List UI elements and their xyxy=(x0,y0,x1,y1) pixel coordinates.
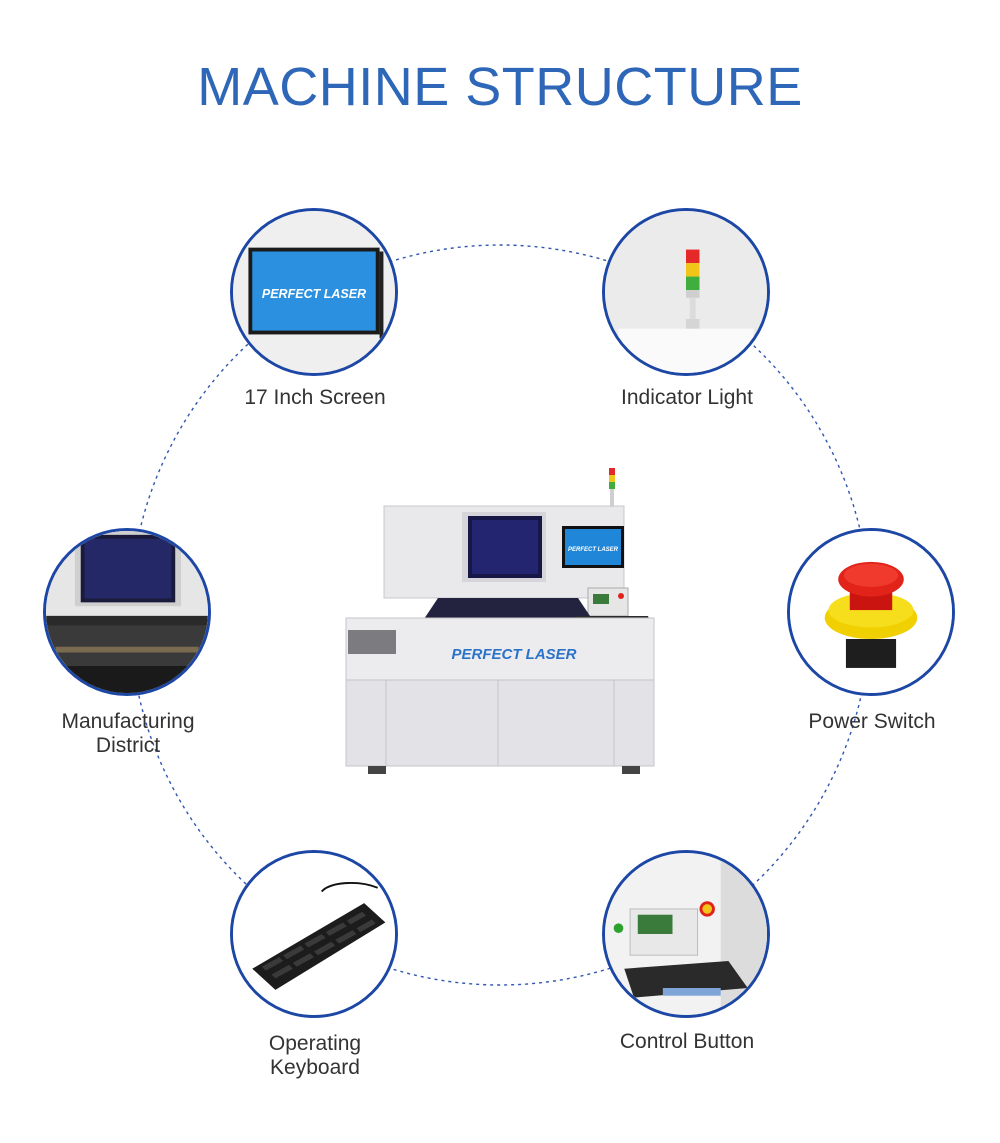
caption-district: Manufacturing District xyxy=(61,710,195,757)
keyboard-icon xyxy=(230,850,398,1018)
machine-screen-text: PERFECT LASER xyxy=(568,547,619,553)
machine-logo-text: PERFECT LASER xyxy=(451,646,576,663)
caption-indicator: Indicator Light xyxy=(621,386,753,409)
control-panel-icon xyxy=(602,850,770,1018)
screen-brand-text: PERFECT LASER xyxy=(262,287,366,301)
emergency-stop-icon xyxy=(787,528,955,696)
work-area-icon xyxy=(43,528,211,696)
caption-control: Control Button xyxy=(619,1030,755,1053)
indicator-light-icon xyxy=(602,208,770,376)
caption-keyboard: Operating Keyboard xyxy=(268,1032,362,1079)
laser-machine-image: PERFECT LASER PERFECT LASER xyxy=(345,468,655,774)
page-title: MACHINE STRUCTURE xyxy=(197,57,803,117)
caption-power: Power Switch xyxy=(808,710,936,733)
caption-screen: 17 Inch Screen xyxy=(244,386,386,409)
screen-icon: PERFECT LASER xyxy=(230,208,398,376)
